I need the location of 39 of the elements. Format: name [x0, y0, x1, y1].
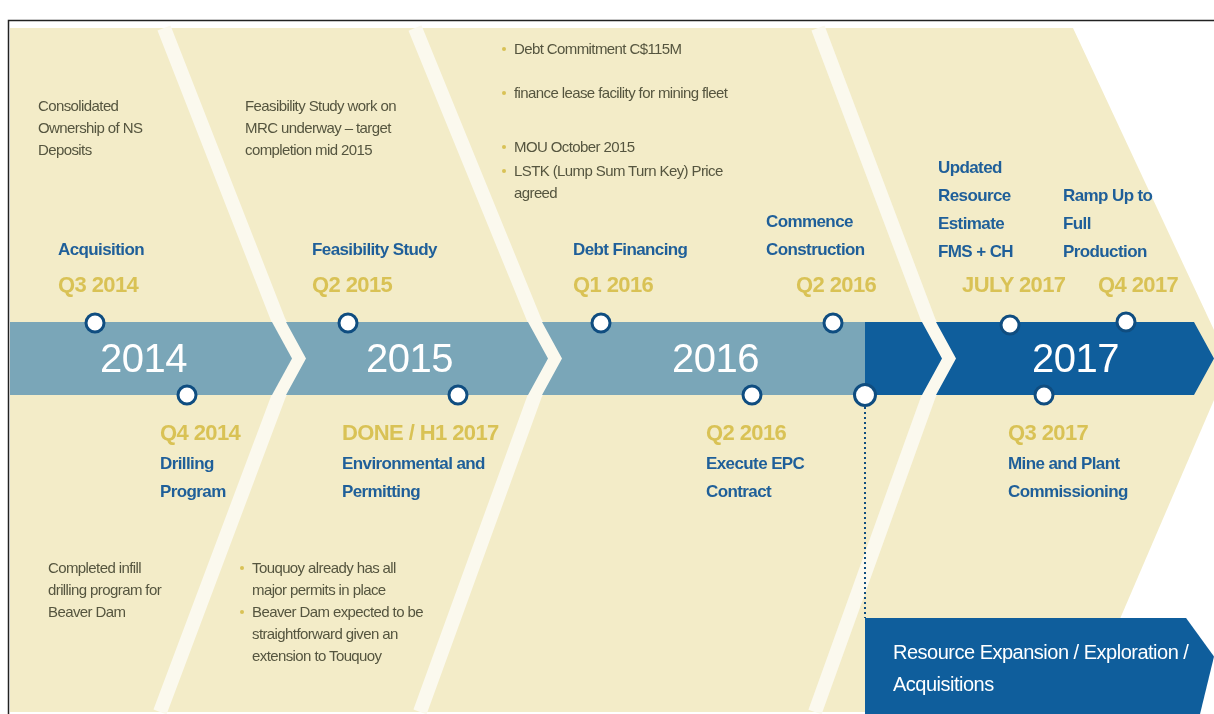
milestone-title: Acquisition	[58, 239, 145, 261]
milestone-date: Q3 2014	[58, 271, 140, 299]
year-label: 2014	[100, 335, 187, 381]
milestone-title: Mine and Plant Commissioning	[1008, 453, 1129, 503]
milestone-title: Environmental and Permitting	[342, 453, 486, 503]
expansion-label: Resource Expansion / Exploration / Acquisitions	[893, 640, 1190, 697]
year-band	[542, 322, 942, 395]
bullet-text: LSTK (Lump Sum Turn Key) Price agreed	[500, 160, 750, 204]
year-label: 2017	[1032, 335, 1119, 381]
milestone-title: Ramp Up to Full Production	[1063, 185, 1154, 263]
dotted-connector	[864, 406, 866, 619]
bullet-text: Touquoy already has all major permits in place	[238, 557, 428, 601]
year-band	[936, 322, 1214, 395]
bullet-text: Debt Commitment C$115M	[500, 38, 750, 60]
bullet-text: Beaver Dam expected to be straightforward given an extension to Touquoy	[238, 601, 428, 667]
description-text: Consolidated Ownership of NS Deposits	[38, 96, 144, 160]
year-band	[286, 322, 548, 395]
bullet-text: finance lease facility for mining fleet	[500, 82, 750, 104]
milestone-title: Updated Resource Estimate FMS + CH	[938, 157, 1014, 263]
milestone-date: Q4 2014	[160, 419, 242, 447]
milestone-date: Q4 2017	[1098, 271, 1180, 299]
milestone-title: Execute EPC Contract	[706, 453, 806, 503]
milestone-title: Drilling Program	[160, 453, 227, 503]
milestone-date: DONE / H1 2017	[342, 419, 500, 447]
milestone-title: Feasibility Study	[312, 239, 438, 261]
milestone-title: Commence Construction	[766, 211, 866, 261]
milestone-date: JULY 2017	[962, 271, 1067, 299]
year-band	[10, 322, 292, 395]
milestone-date: Q3 2017	[1008, 419, 1090, 447]
year-label: 2016	[672, 335, 759, 381]
milestone-date: Q1 2016	[573, 271, 655, 299]
milestone-date: Q2 2016	[796, 271, 878, 299]
milestone-date: Q2 2016	[706, 419, 788, 447]
bullet-text: MOU October 2015	[500, 136, 750, 158]
year-label: 2015	[366, 335, 453, 381]
milestone-date: Q2 2015	[312, 271, 394, 299]
description-text: Feasibility Study work on MRC underway – target completion mid 2015	[245, 96, 397, 160]
description-text: Completed infill drilling program for Beaver Dam	[48, 558, 163, 622]
milestone-title: Debt Financing	[573, 239, 689, 261]
